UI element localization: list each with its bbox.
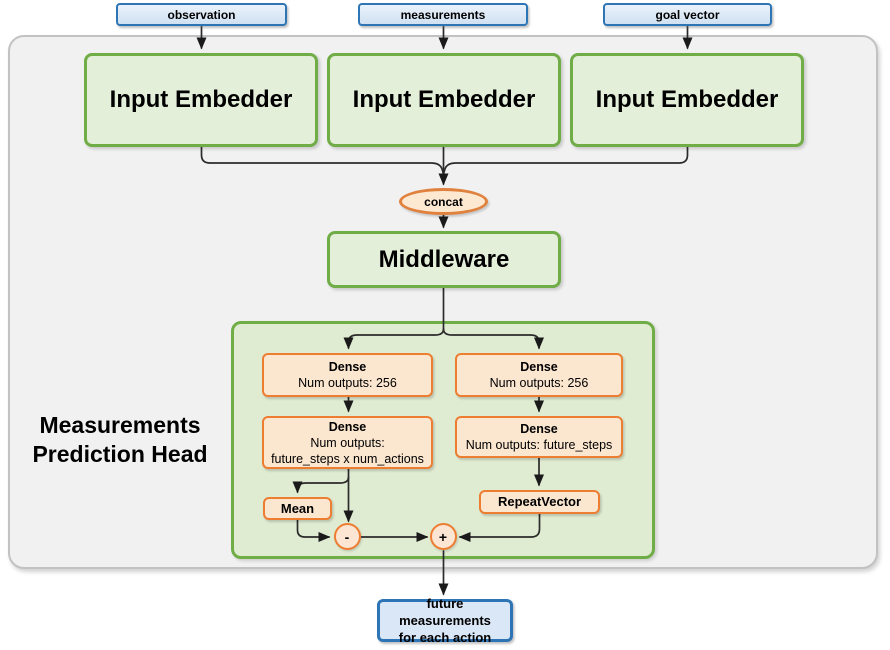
dense-right-1-box: Dense Num outputs: 256 — [455, 353, 623, 397]
dense-right-2-box: Dense Num outputs: future_steps — [455, 416, 623, 458]
mean-box: Mean — [263, 497, 332, 520]
concat-ellipse: concat — [399, 188, 488, 215]
dense-left-2-outputs-line2: future_steps x num_actions — [271, 451, 424, 466]
dense-right-2-outputs: Num outputs: future_steps — [465, 438, 613, 452]
input-embedder-box-2: Input Embedder — [327, 53, 561, 147]
input-embedder-label-2: Input Embedder — [352, 86, 536, 113]
output-label-line1: future measurements — [399, 596, 491, 628]
dense-left-1-box: Dense Num outputs: 256 — [262, 353, 433, 397]
concat-label: concat — [424, 194, 463, 209]
input-embedder-label-1: Input Embedder — [109, 86, 293, 113]
input-box-measurements: measurements — [358, 3, 528, 26]
repeat-vector-label: RepeatVector — [497, 494, 582, 509]
dense-left-2-outputs-line1: Num outputs: — [310, 435, 385, 450]
input-embedder-box-3: Input Embedder — [570, 53, 804, 147]
mean-label: Mean — [280, 500, 315, 516]
input-label-observation: observation — [167, 7, 236, 22]
dense-left-2-title: Dense — [328, 419, 367, 434]
input-label-measurements: measurements — [400, 7, 486, 22]
dense-left-1-title: Dense — [328, 360, 367, 374]
dense-right-1-outputs: Num outputs: 256 — [489, 376, 589, 390]
input-box-observation: observation — [116, 3, 287, 26]
add-operator-circle: + — [429, 523, 457, 550]
input-embedder-box-1: Input Embedder — [84, 53, 318, 147]
middleware-label: Middleware — [378, 245, 510, 273]
subtract-operator-circle: - — [333, 523, 361, 550]
input-embedder-label-3: Input Embedder — [595, 86, 779, 113]
dense-left-1-outputs: Num outputs: 256 — [298, 376, 397, 390]
input-box-goal-vector: goal vector — [603, 3, 772, 26]
input-label-goal-vector: goal vector — [655, 7, 720, 22]
dense-left-2-box: Dense Num outputs: future_steps x num_ac… — [262, 416, 433, 469]
add-operator-label: + — [438, 528, 448, 545]
subtract-operator-label: - — [344, 528, 350, 545]
repeat-vector-box: RepeatVector — [479, 490, 600, 514]
output-label-line2: for each action — [398, 630, 492, 645]
middleware-box: Middleware — [327, 231, 561, 288]
head-title-line2: Prediction Head — [32, 441, 208, 467]
dense-right-2-title: Dense — [520, 422, 558, 436]
dense-right-1-title: Dense — [520, 360, 558, 374]
head-title: Measurements Prediction Head — [12, 411, 228, 469]
output-box-future-measurements: future measurements for each action — [377, 596, 513, 645]
head-title-line1: Measurements — [39, 412, 201, 438]
